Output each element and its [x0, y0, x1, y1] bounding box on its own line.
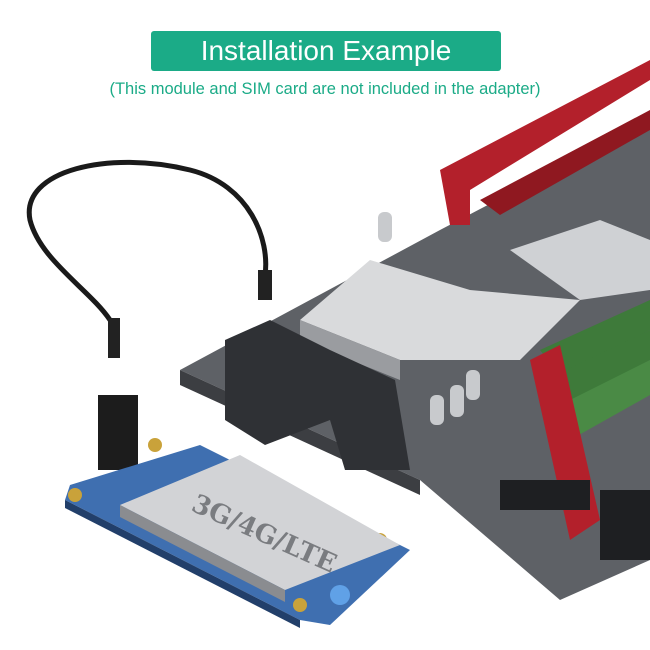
lte-module — [120, 455, 400, 590]
page-title: Installation Example — [200, 35, 452, 66]
capacitors — [378, 212, 480, 425]
usb-cable — [26, 159, 269, 322]
title-banner: Installation Example — [151, 31, 501, 71]
heatsink — [300, 260, 580, 360]
heatsink — [510, 220, 650, 300]
status-led — [330, 585, 350, 605]
sata-ports — [225, 320, 410, 470]
power-connector — [600, 490, 650, 560]
cable-connector — [98, 395, 138, 470]
page-subtitle: (This module and SIM card are not includ… — [109, 80, 541, 98]
usb-header — [500, 480, 590, 510]
pcie-slot — [480, 110, 650, 215]
pcie-slot — [440, 60, 650, 225]
